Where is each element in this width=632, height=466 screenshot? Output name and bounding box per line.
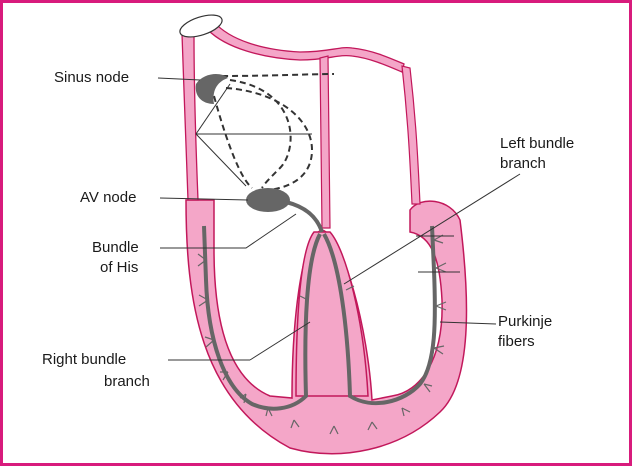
- label-purkinje-fibers-line2: fibers: [498, 333, 535, 351]
- label-right-bundle-branch-line1: Right bundle: [42, 351, 126, 369]
- label-right-bundle-branch-line2: branch: [104, 373, 150, 391]
- label-purkinje-fibers-line1: Purkinje: [498, 313, 552, 331]
- internodal-pathway-anterior: [222, 74, 334, 76]
- leader-bundle-of-his: [160, 214, 296, 248]
- left-atrium-wall: [402, 66, 420, 204]
- interatrial-septum: [320, 56, 330, 228]
- internodal-pathway-middle: [226, 88, 312, 190]
- av-node: [246, 188, 290, 212]
- atrial-top-wall: [208, 22, 404, 72]
- right-atrium-wall: [182, 34, 198, 200]
- label-left-bundle-branch-line2: branch: [500, 155, 546, 173]
- sinus-node: [196, 74, 228, 104]
- internodal-pathway-left: [214, 96, 252, 188]
- leader-internodal-3: [196, 134, 246, 186]
- label-left-bundle-branch-line1: Left bundle: [500, 135, 574, 153]
- label-av-node: AV node: [80, 189, 136, 207]
- label-bundle-of-his-line2: of His: [100, 259, 138, 277]
- label-sinus-node: Sinus node: [54, 69, 129, 87]
- label-bundle-of-his-line1: Bundle: [92, 239, 139, 257]
